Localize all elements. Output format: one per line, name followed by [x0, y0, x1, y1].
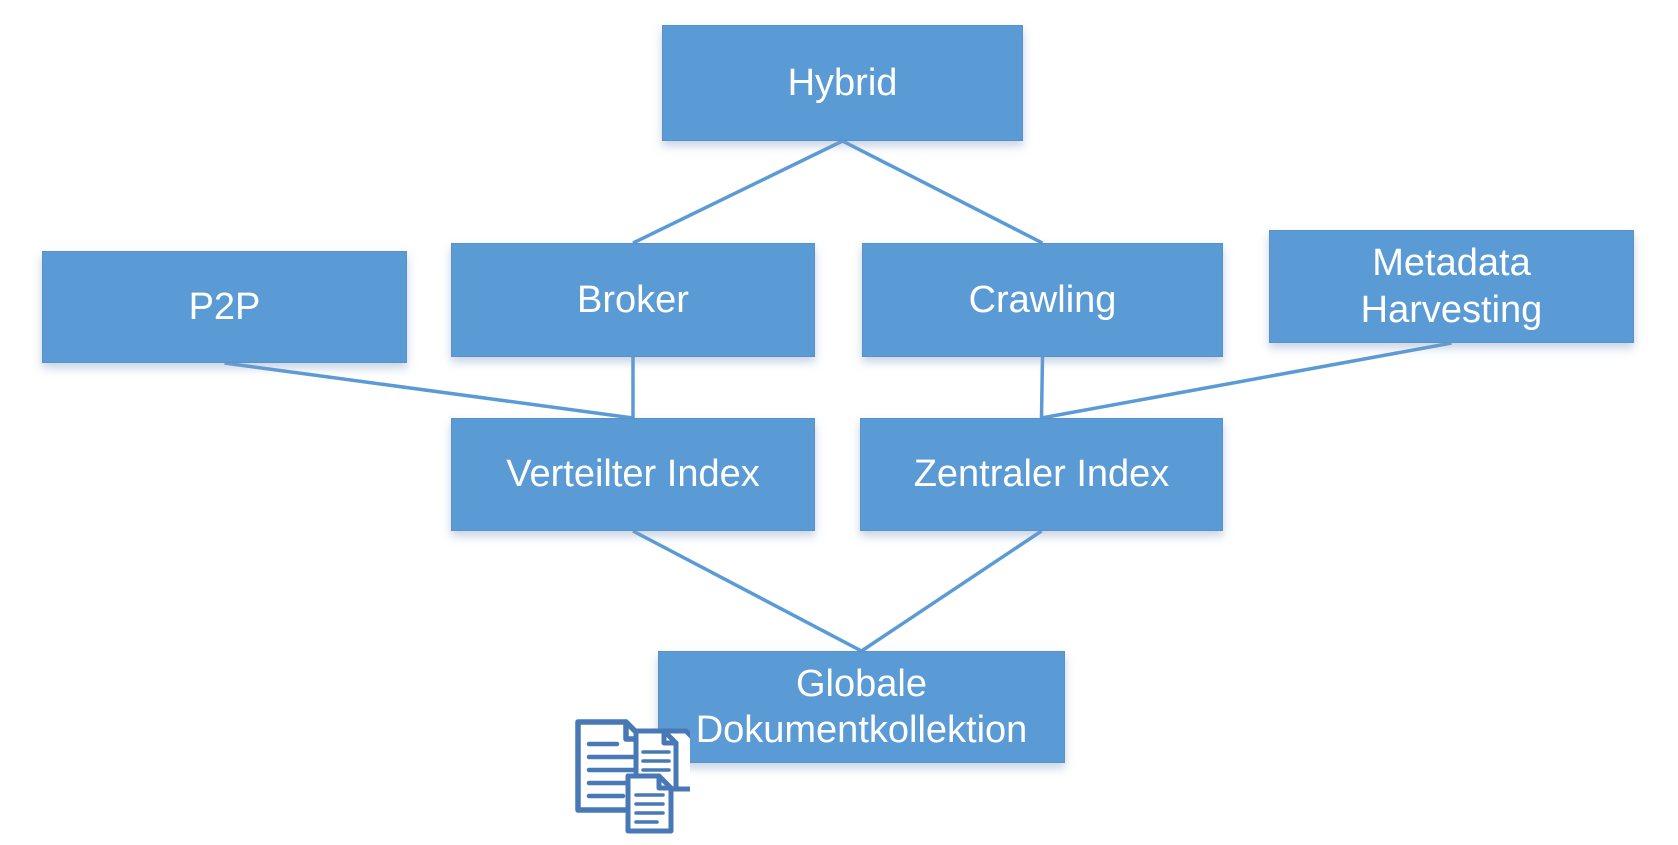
- node-zentraler-index: Zentraler Index: [860, 418, 1223, 531]
- edge-hybrid-crawling: [841, 139, 1044, 245]
- node-zentraler-index-label: Zentraler Index: [913, 453, 1170, 496]
- node-p2p-label: P2P: [188, 285, 261, 328]
- node-p2p: P2P: [42, 251, 407, 363]
- node-hybrid-label: Hybrid: [787, 61, 898, 104]
- edge-p2p-verteilter: [224, 361, 634, 420]
- node-broker-label: Broker: [577, 278, 689, 321]
- node-hybrid: Hybrid: [662, 25, 1023, 141]
- node-broker: Broker: [451, 243, 815, 357]
- node-metadata-harvesting: Metadata Harvesting: [1269, 230, 1634, 343]
- edge-zentraler-globale: [860, 529, 1043, 653]
- node-verteilter-index: Verteilter Index: [451, 418, 815, 531]
- node-verteilter-index-label: Verteilter Index: [506, 453, 760, 496]
- edge-hybrid-broker: [632, 139, 844, 245]
- node-globale-dokumentkollektion-label: Globale Dokumentkollektion: [695, 662, 1028, 751]
- node-crawling-label: Crawling: [968, 278, 1117, 321]
- node-crawling: Crawling: [862, 243, 1223, 357]
- documents-icon: [575, 719, 690, 834]
- edge-crawling-zentraler: [1039, 356, 1045, 419]
- edge-verteilter-globale: [632, 529, 863, 653]
- edge-metadata-zentraler: [1041, 341, 1452, 420]
- node-metadata-harvesting-label: Metadata Harvesting: [1360, 242, 1543, 331]
- node-globale-dokumentkollektion: Globale Dokumentkollektion: [658, 651, 1065, 763]
